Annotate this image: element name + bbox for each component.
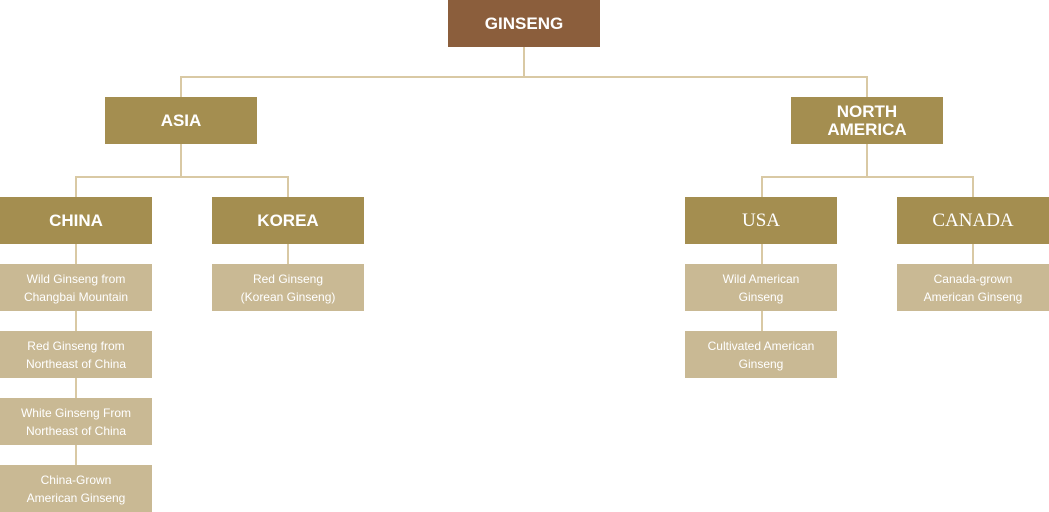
- connector-to-asia: [180, 76, 182, 98]
- connector-root-horizontal: [180, 76, 868, 78]
- connector-na-down: [866, 143, 868, 178]
- country-label-canada: CANADA: [932, 209, 1014, 231]
- connector-asia-horizontal: [75, 176, 289, 178]
- country-label-china: CHINA: [49, 210, 103, 230]
- connector-canada-items: [972, 243, 974, 265]
- connector-to-korea: [287, 176, 289, 198]
- country-node-canada: CANADA: [897, 197, 1049, 244]
- leaf-label: White Ginseng From Northeast of China: [20, 405, 132, 438]
- connector-root-down: [523, 46, 525, 77]
- leaf-label: Red Ginseng from Northeast of China: [25, 338, 127, 371]
- leaf-label: Red Ginseng (Korean Ginseng): [240, 271, 336, 304]
- connector-to-usa: [761, 176, 763, 198]
- leaf-label: Cultivated American Ginseng: [707, 338, 815, 371]
- leaf-label: China-Grown American Ginseng: [26, 472, 126, 505]
- leaf-label: Wild Ginseng from Changbai Mountain: [23, 271, 129, 304]
- leaf-node-korea-1: Red Ginseng (Korean Ginseng): [212, 264, 364, 311]
- leaf-label: Wild American Ginseng: [722, 271, 800, 304]
- country-label-usa: USA: [741, 209, 780, 231]
- country-label-korea: KOREA: [257, 210, 319, 230]
- connector-to-canada: [972, 176, 974, 198]
- root-label: GINSENG: [484, 13, 564, 33]
- leaf-node-china-1: Wild Ginseng from Changbai Mountain: [0, 264, 152, 311]
- region-node-asia: ASIA: [105, 97, 257, 144]
- region-label-north-america: NORTH AMERICA: [827, 101, 907, 139]
- leaf-node-china-3: White Ginseng From Northeast of China: [0, 398, 152, 445]
- leaf-node-canada-1: Canada-grown American Ginseng: [897, 264, 1049, 311]
- leaf-label: Canada-grown American Ginseng: [923, 271, 1023, 304]
- root-node-ginseng: GINSENG: [448, 0, 600, 47]
- region-node-north-america: NORTH AMERICA: [791, 97, 943, 144]
- leaf-node-china-4: China-Grown American Ginseng: [0, 465, 152, 512]
- connector-asia-down: [180, 143, 182, 178]
- country-node-korea: KOREA: [212, 197, 364, 244]
- leaf-node-china-2: Red Ginseng from Northeast of China: [0, 331, 152, 378]
- connector-korea-items: [287, 243, 289, 265]
- country-node-usa: USA: [685, 197, 837, 244]
- connector-to-china: [75, 176, 77, 198]
- country-node-china: CHINA: [0, 197, 152, 244]
- connector-to-north-america: [866, 76, 868, 98]
- leaf-node-usa-1: Wild American Ginseng: [685, 264, 837, 311]
- leaf-node-usa-2: Cultivated American Ginseng: [685, 331, 837, 378]
- connector-na-horizontal: [761, 176, 974, 178]
- region-label-asia: ASIA: [160, 110, 202, 130]
